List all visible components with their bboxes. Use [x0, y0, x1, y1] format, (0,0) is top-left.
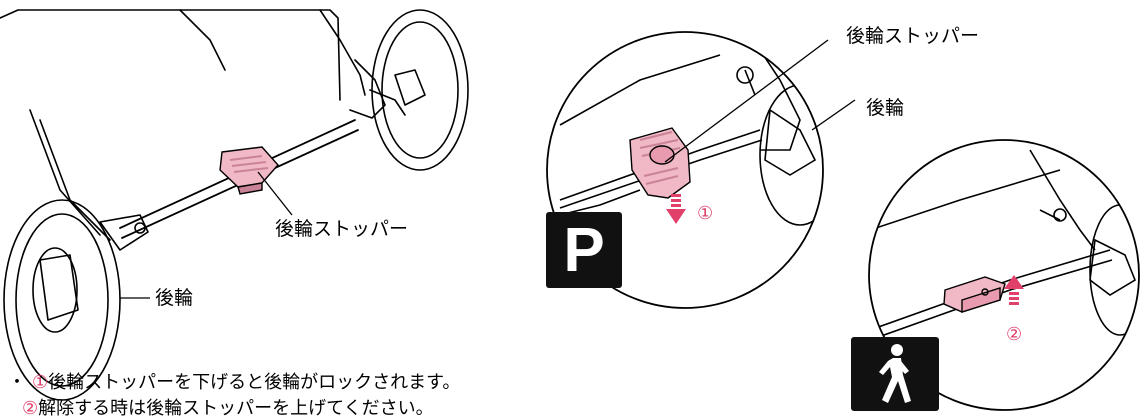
zoom-view-release: [869, 149, 1139, 341]
note-step-number: ②: [22, 398, 39, 419]
arrow-up-icon: [1004, 275, 1024, 305]
label-stopper-main: 後輪ストッパー: [275, 218, 409, 240]
walk-badge: [851, 337, 939, 411]
note-text: 後輪ストッパーを下げると後輪がロックされます。: [48, 372, 461, 393]
label-wheel-zoom: 後輪: [866, 97, 905, 119]
note-release: ②解除する時は後輪ストッパーを上げてください。: [22, 400, 434, 418]
park-badge: P: [546, 212, 622, 288]
step-down-marker: ①: [697, 203, 714, 224]
note-text: 解除する時は後輪ストッパーを上げてください。: [38, 398, 434, 419]
stroller-top-frame: [0, 9, 341, 101]
left-rear-wheel: [3, 199, 121, 401]
leader-stopper-main: [257, 171, 293, 216]
arrow-down-icon: [666, 194, 686, 224]
leader-wheel-zoom: [811, 99, 856, 131]
stopper-zoom-release: [943, 276, 1006, 313]
step-up-marker: ②: [1006, 324, 1023, 345]
stopper-main: [219, 146, 279, 195]
note-step-number: ①: [32, 372, 49, 393]
zoom-circle-release: [868, 139, 1140, 411]
note-lock: ・ ①後輪ストッパーを下げると後輪がロックされます。: [8, 374, 460, 392]
stopper-zoom-park: [629, 127, 691, 199]
right-rear-wheel: [371, 9, 469, 171]
zoom-view-park: [559, 39, 823, 226]
stroller-main-view: [0, 9, 469, 401]
label-wheel-main: 後輪: [155, 287, 194, 309]
note-bullet: ・: [8, 372, 26, 393]
zoom-circle-park: [546, 31, 824, 309]
label-stopper-zoom: 後輪ストッパー: [846, 25, 980, 47]
leader-stopper-zoom: [664, 39, 829, 163]
walk-person-icon: [879, 344, 911, 403]
